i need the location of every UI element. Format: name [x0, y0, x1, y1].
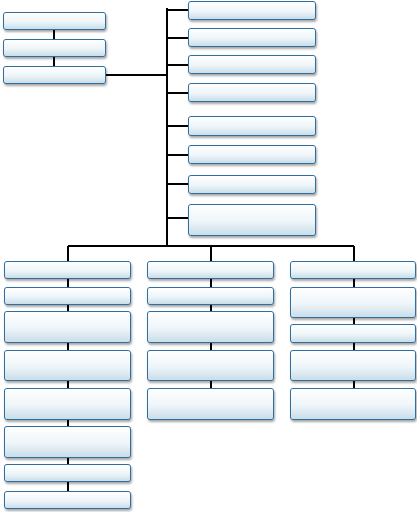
org-box — [147, 261, 274, 279]
org-box — [290, 324, 416, 343]
org-box — [4, 388, 131, 420]
org-box — [290, 350, 416, 381]
org-box — [147, 388, 274, 420]
org-box — [3, 66, 106, 84]
org-box — [4, 261, 131, 279]
org-box — [290, 388, 416, 420]
org-box — [290, 287, 416, 318]
org-box — [4, 287, 131, 305]
org-box — [3, 39, 106, 57]
org-box — [188, 1, 316, 20]
org-box — [4, 491, 131, 509]
org-box — [147, 350, 274, 381]
org-box — [4, 350, 131, 381]
org-box — [4, 426, 131, 458]
org-box — [188, 28, 316, 47]
org-box — [188, 204, 316, 236]
org-box — [188, 116, 316, 136]
org-box — [188, 175, 316, 194]
org-box — [188, 83, 316, 102]
org-box — [188, 145, 316, 164]
org-box — [4, 464, 131, 482]
org-box — [188, 55, 316, 74]
org-box — [147, 287, 274, 305]
org-box — [3, 12, 106, 30]
org-box — [290, 261, 416, 279]
org-box — [147, 311, 274, 343]
org-box — [4, 311, 131, 343]
